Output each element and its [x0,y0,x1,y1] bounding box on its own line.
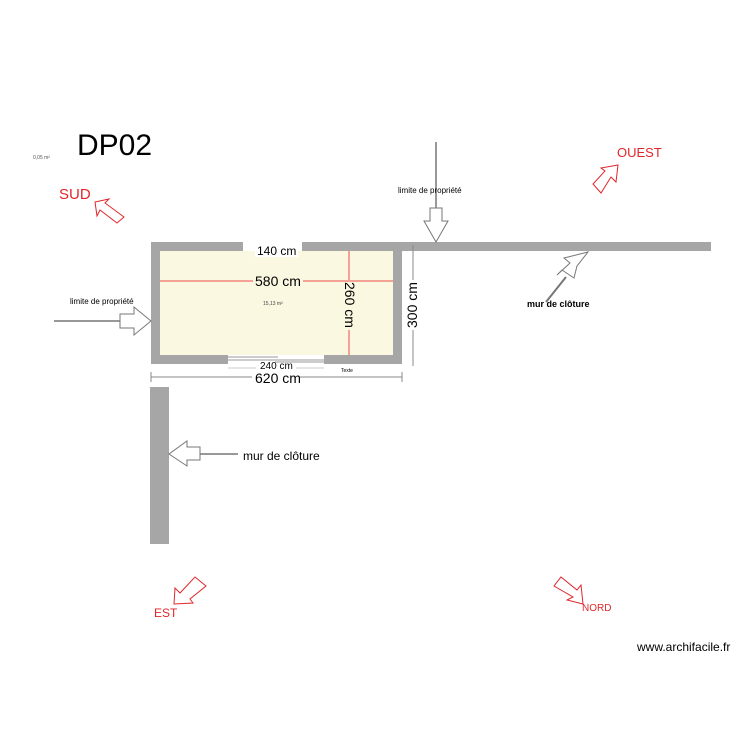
nord-arrow-icon [553,576,584,605]
sud-arrow-icon [94,198,125,224]
est-arrow-icon [173,576,207,605]
compass-ouest-label: OUEST [617,145,662,160]
compass-nord-label: NORD [582,603,612,614]
outer-depth-dimension: 300 cm [404,282,420,328]
fence-wall-right [402,242,711,251]
mur-right-label: mur de clôture [527,299,590,309]
room-area-label: 15,13 m² [263,301,283,307]
compass-sud-label: SUD [59,186,91,203]
limite-top-arrow-icon [423,142,449,244]
outer-dimension-lines [150,245,414,382]
inner-dimension-lines [160,251,393,355]
room-floor [160,251,393,355]
compass-est-label: EST [154,606,178,620]
fence-wall-left [150,387,169,544]
texte-label: Texte [341,368,353,374]
mur-left-arrow-icon [168,440,238,467]
limite-left-label: limite de propriété [70,297,134,306]
inner-width-dimension: 580 cm [255,273,301,289]
mur-left-label: mur de clôture [243,449,320,463]
bottom-opening-dimension: 240 cm [260,361,293,372]
bottom-door-opening [228,355,324,364]
mur-right-arrow-icon [545,251,590,303]
plan-title: DP02 [77,129,153,162]
small-area-label: 0,05 m² [33,155,50,161]
limite-left-arrow-icon [54,305,152,337]
top-opening-dimension: 140 cm [255,244,299,258]
outer-width-dimension: 620 cm [255,370,301,386]
inner-depth-dimension: 260 cm [342,282,358,328]
site-watermark: www.archifacile.fr [637,640,731,654]
limite-top-label: limite de propriété [398,186,462,195]
ouest-arrow-icon [592,164,619,194]
